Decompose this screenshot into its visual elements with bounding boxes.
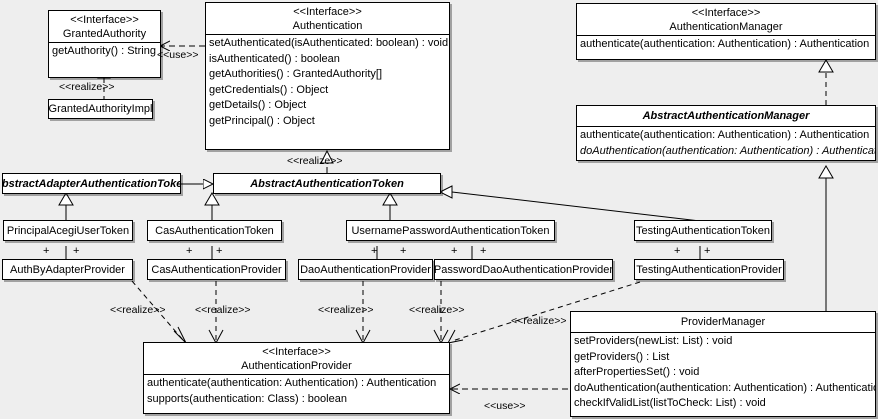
class-name: CasAuthenticationProvider (151, 263, 282, 276)
edge-label-realize-auth-by-adapter: <<realize>> (110, 304, 166, 316)
operation-item: checkIfValidList(listToCheck: List) : vo… (574, 397, 766, 409)
class-name: AuthByAdapterProvider (10, 263, 125, 276)
class-name: AuthenticationManager (669, 21, 783, 33)
operations-compartment: authenticate(authentication: Authenticat… (577, 35, 875, 54)
class-name: Authentication (292, 20, 363, 32)
association-marker: + (73, 245, 80, 257)
stereotype-label: <<Interface>> (691, 7, 761, 19)
class-header: AbstractAuthenticationManager (577, 106, 875, 126)
class-header: ProviderManager (571, 312, 875, 332)
class-name: CasAuthenticationToken (155, 224, 274, 237)
class-cas-authentication-token[interactable]: CasAuthenticationToken (147, 220, 282, 241)
operations-compartment: authenticate(authentication: Authenticat… (577, 126, 875, 160)
class-name: GrantedAuthority (62, 28, 147, 40)
class-name: GrantedAuthorityImpl (48, 103, 153, 115)
class-testing-authentication-token[interactable]: TestingAuthenticationToken (634, 220, 772, 241)
class-abstract-adapter-authentication-token[interactable]: AbstractAdapterAuthenticationToken (2, 173, 181, 194)
operations-compartment: setProviders(newList: List) : void getPr… (571, 332, 875, 413)
stereotype-label: <<Interface>> (262, 346, 331, 358)
operation-item: authenticate(authentication: Authenticat… (147, 377, 437, 389)
class-cas-authentication-provider[interactable]: CasAuthenticationProvider (147, 259, 286, 280)
operation-item: setAuthenticated(isAuthenticated: boolea… (209, 37, 449, 49)
class-name: ProviderManager (680, 316, 766, 328)
class-authentication-manager[interactable]: <<Interface>> AuthenticationManager auth… (576, 3, 876, 60)
operation-item: getAuthorities() : GrantedAuthority[] (209, 68, 383, 80)
association-marker: + (674, 245, 681, 257)
operation-item: setProviders(newList: List) : void (574, 335, 733, 347)
operations-compartment: getAuthority() : String (49, 42, 160, 61)
operation-item: authenticate(authentication: Authenticat… (580, 129, 870, 141)
class-username-password-authentication-token[interactable]: UsernamePasswordAuthenticationToken (346, 220, 555, 241)
class-name: TestingAuthenticationProvider (636, 263, 782, 276)
class-name: PrincipalAcegiUserToken (6, 224, 130, 237)
operation-item: getCredentials() : Object (209, 83, 329, 96)
class-dao-authentication-provider[interactable]: DaoAuthenticationProvider (298, 259, 433, 280)
operation-item: getDetails() : Object (209, 99, 307, 111)
class-name: AuthenticationProvider (241, 360, 352, 372)
association-marker: + (186, 245, 193, 257)
operation-item: getPrincipal() : Object (209, 114, 315, 127)
class-name: TestingAuthenticationToken (636, 224, 770, 237)
edge-label-use-granted-authority: <<use>> (157, 49, 199, 61)
class-testing-authentication-provider[interactable]: TestingAuthenticationProvider (634, 259, 784, 280)
class-granted-authority[interactable]: <<Interface>> GrantedAuthority getAuthor… (48, 10, 161, 78)
edge-label-realize-password-dao-provider: <<realize>> (409, 304, 465, 316)
class-name: AbstractAuthenticationManager (642, 110, 810, 122)
class-auth-by-adapter-provider[interactable]: AuthByAdapterProvider (2, 259, 133, 280)
class-authentication-provider[interactable]: <<Interface>> AuthenticationProvider aut… (143, 342, 450, 414)
association-marker: + (216, 245, 223, 257)
class-header: <<Interface>> Authentication (206, 3, 449, 34)
class-name: PasswordDaoAuthenticationProvider (434, 263, 613, 276)
stereotype-label: <<Interface>> (70, 14, 139, 26)
class-header: <<Interface>> AuthenticationManager (577, 4, 875, 35)
operation-item: isAuthenticated() : boolean (209, 52, 340, 65)
operations-compartment: authenticate(authentication: Authenticat… (144, 374, 449, 408)
association-marker: + (43, 245, 50, 257)
class-header: <<Interface>> AuthenticationProvider (144, 343, 449, 374)
association-marker: + (400, 245, 407, 257)
class-name: UsernamePasswordAuthenticationToken (351, 224, 550, 237)
association-marker: + (451, 245, 458, 257)
edge-label-realize-abstract-authentication-token: <<realize>> (287, 155, 343, 167)
class-abstract-authentication-manager[interactable]: AbstractAuthenticationManager authentica… (576, 105, 876, 161)
edge-label-realize-granted-authority-impl: <<realize>> (59, 81, 115, 93)
class-authentication[interactable]: <<Interface>> Authentication setAuthenti… (205, 2, 450, 150)
association-marker: + (704, 245, 711, 257)
operation-item: getAuthority() : String (52, 45, 156, 57)
association-marker: + (480, 245, 487, 257)
edge-label-realize-dao-provider: <<realize>> (318, 304, 374, 316)
class-principal-acegi-user-token[interactable]: PrincipalAcegiUserToken (3, 220, 133, 241)
class-header: <<Interface>> GrantedAuthority (49, 11, 160, 42)
class-abstract-authentication-token[interactable]: AbstractAuthenticationToken (213, 173, 441, 194)
operation-item: supports(authentication: Class) : boolea… (147, 392, 347, 405)
operation-item: doAuthentication(authentication: Authent… (580, 144, 876, 157)
class-name: AbstractAuthenticationToken (250, 177, 404, 190)
association-marker: + (371, 245, 378, 257)
operation-item: doAuthentication(authentication: Authent… (574, 381, 876, 394)
class-provider-manager[interactable]: ProviderManager setProviders(newList: Li… (570, 311, 876, 417)
edge-label-realize-cas-provider: <<realize>> (195, 304, 251, 316)
operation-item: authenticate(authentication: Authenticat… (580, 38, 870, 50)
class-password-dao-authentication-provider[interactable]: PasswordDaoAuthenticationProvider (434, 259, 613, 280)
class-name: AbstractAdapterAuthenticationToken (2, 177, 181, 190)
class-name: DaoAuthenticationProvider (300, 263, 431, 276)
edge-label-realize-testing-provider: <<realize>> (511, 315, 567, 327)
operations-compartment: setAuthenticated(isAuthenticated: boolea… (206, 34, 449, 130)
operation-item: afterPropertiesSet() : void (574, 366, 700, 378)
edge-label-use-provider-manager: <<use>> (484, 400, 526, 412)
class-granted-authority-impl[interactable]: GrantedAuthorityImpl (48, 99, 153, 119)
operation-item: getProviders() : List (574, 350, 670, 363)
stereotype-label: <<Interface>> (293, 6, 362, 18)
